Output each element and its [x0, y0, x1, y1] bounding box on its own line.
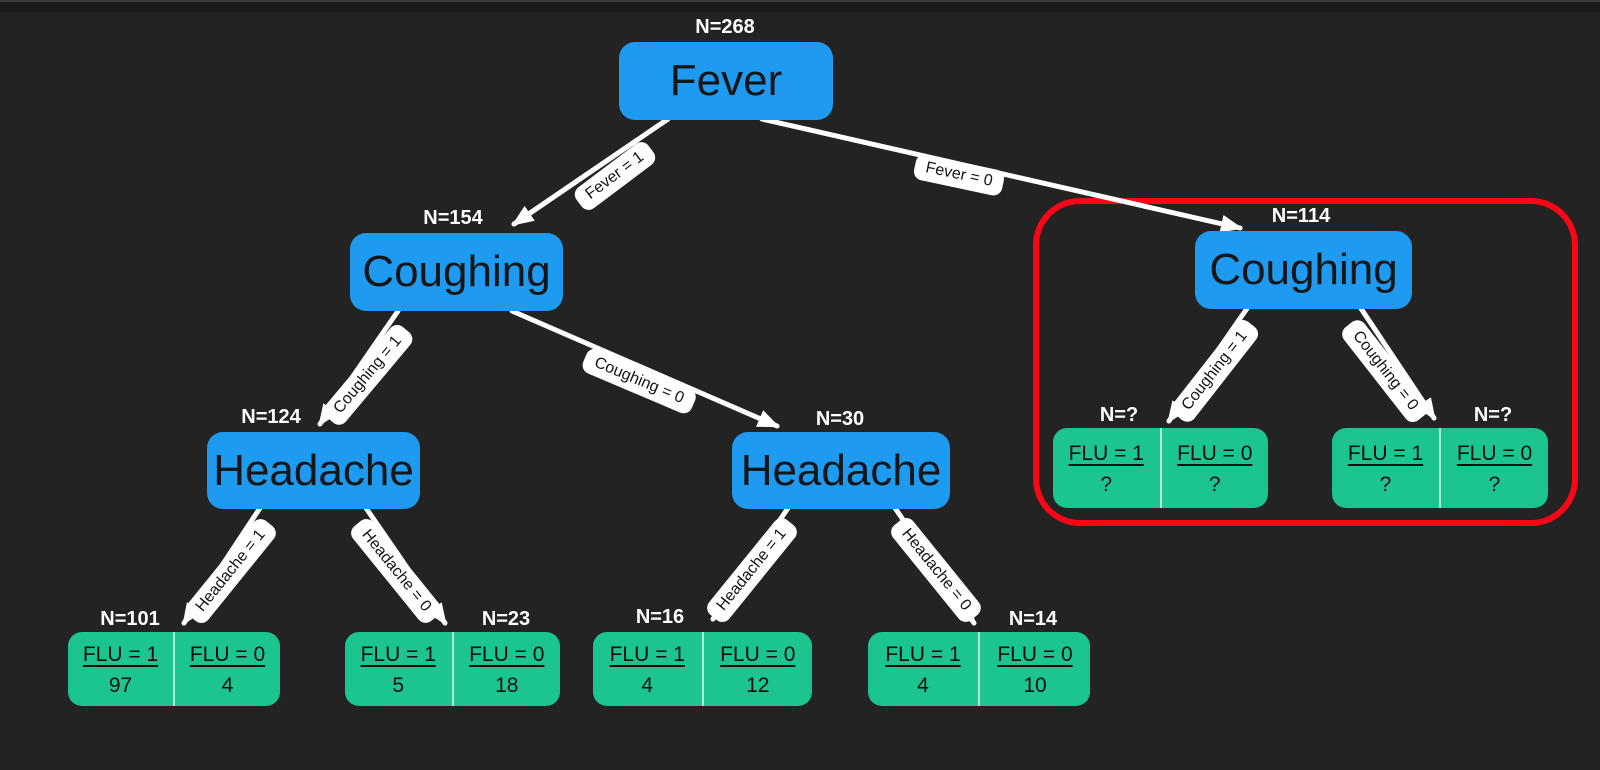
leaf6-flu1-cell: FLU = 1 ? [1332, 428, 1439, 508]
n-label-fever: N=268 [695, 16, 755, 38]
leaf4-flu1-value: 4 [917, 673, 929, 697]
n-label-headache-left: N=124 [241, 406, 301, 428]
leaf1-flu1-value: 97 [108, 673, 133, 697]
leaf-node-2: FLU = 1 5 FLU = 0 18 [345, 632, 560, 706]
leaf-node-1: FLU = 1 97 FLU = 0 4 [68, 632, 280, 706]
leaf4-flu0-header: FLU = 0 [997, 642, 1073, 666]
leaf-node-6: FLU = 1 ? FLU = 0 ? [1332, 428, 1548, 508]
n-label-leaf-3: N=16 [635, 606, 685, 628]
node-headache-left: Headache [207, 432, 420, 509]
leaf-node-4: FLU = 1 4 FLU = 0 10 [868, 632, 1090, 706]
node-headache-right: Headache [732, 432, 950, 509]
n-label-leaf-1: N=101 [100, 608, 160, 630]
leaf3-flu1-cell: FLU = 1 4 [593, 632, 702, 706]
node-fever: Fever [619, 42, 833, 120]
n-label-coughing-right: N=114 [1271, 205, 1331, 227]
leaf5-flu0-value: ? [1208, 472, 1221, 496]
leaf4-flu0-cell: FLU = 0 10 [978, 632, 1090, 706]
leaf1-flu1-header: FLU = 1 [82, 642, 159, 666]
n-label-headache-right: N=30 [815, 408, 865, 430]
window-top-edge [0, 0, 1600, 12]
leaf2-flu0-cell: FLU = 0 18 [451, 632, 561, 706]
leaf2-flu0-header: FLU = 0 [469, 642, 545, 666]
leaf2-flu1-value: 5 [392, 673, 405, 697]
leaf6-flu1-header: FLU = 1 [1347, 441, 1424, 465]
leaf5-flu1-value: ? [1100, 472, 1113, 496]
leaf5-flu0-cell: FLU = 0 ? [1159, 428, 1269, 508]
n-label-coughing-left: N=154 [423, 207, 483, 229]
highlight-box [1033, 198, 1578, 526]
n-label-leaf-5: N=? [1099, 404, 1139, 426]
leaf2-flu0-value: 18 [495, 673, 519, 697]
leaf1-flu0-value: 4 [221, 673, 234, 697]
leaf1-flu0-header: FLU = 0 [189, 642, 266, 666]
leaf3-flu1-header: FLU = 1 [609, 642, 685, 666]
leaf4-flu0-value: 10 [1023, 673, 1047, 697]
leaf-node-5: FLU = 1 ? FLU = 0 ? [1053, 428, 1268, 508]
n-label-leaf-6: N=? [1473, 404, 1513, 426]
leaf3-flu0-header: FLU = 0 [720, 642, 796, 666]
node-coughing-left: Coughing [350, 233, 563, 311]
leaf2-flu1-header: FLU = 1 [360, 642, 436, 666]
leaf6-flu0-header: FLU = 0 [1456, 441, 1533, 465]
leaf1-flu0-cell: FLU = 0 4 [173, 632, 280, 706]
leaf5-flu1-cell: FLU = 1 ? [1053, 428, 1160, 508]
n-label-leaf-4: N=14 [1008, 608, 1058, 630]
leaf5-flu1-header: FLU = 1 [1068, 441, 1144, 465]
leaf4-flu1-header: FLU = 1 [885, 642, 961, 666]
leaf3-flu0-cell: FLU = 0 12 [701, 632, 813, 706]
leaf-node-3: FLU = 1 4 FLU = 0 12 [593, 632, 812, 706]
leaf6-flu1-value: ? [1379, 472, 1392, 496]
leaf6-flu0-value: ? [1488, 472, 1501, 496]
node-coughing-right: Coughing [1195, 231, 1412, 309]
leaf2-flu1-cell: FLU = 1 5 [345, 632, 452, 706]
n-label-leaf-2: N=23 [481, 608, 531, 630]
leaf3-flu0-value: 12 [746, 673, 770, 697]
leaf6-flu0-cell: FLU = 0 ? [1439, 428, 1548, 508]
leaf4-flu1-cell: FLU = 1 4 [868, 632, 978, 706]
edge-fever-1 [511, 116, 671, 227]
leaf5-flu0-header: FLU = 0 [1177, 441, 1253, 465]
leaf3-flu1-value: 4 [641, 673, 654, 697]
leaf1-flu1-cell: FLU = 1 97 [68, 632, 173, 706]
